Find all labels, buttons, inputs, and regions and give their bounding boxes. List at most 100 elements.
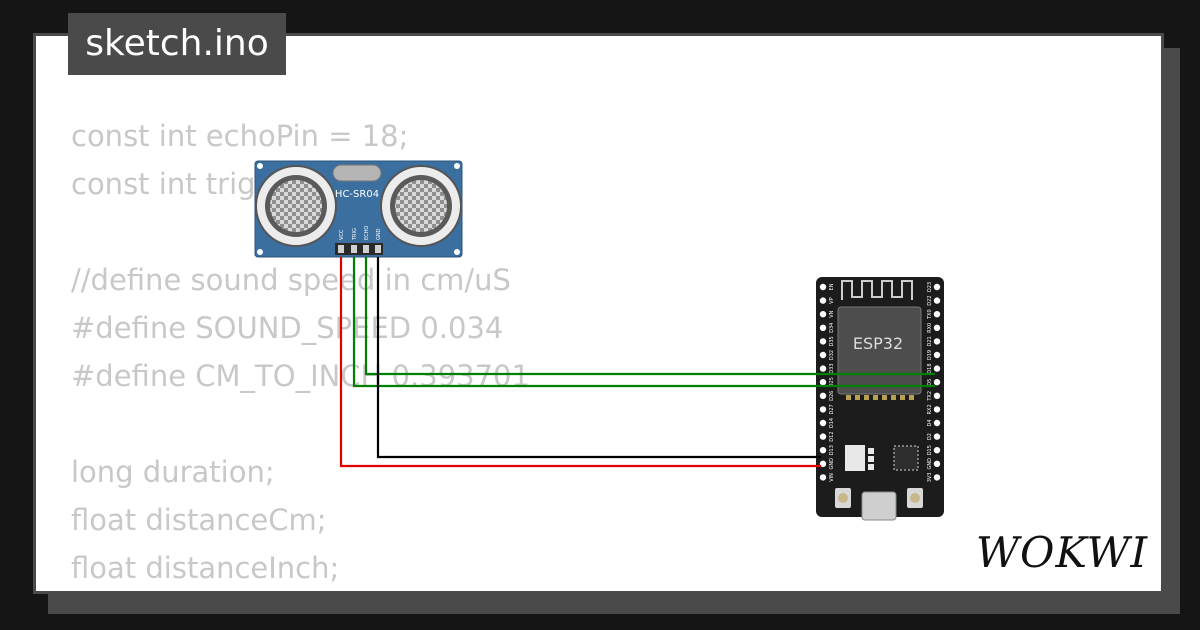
- sensor-pin-label-vcc: VCC: [339, 229, 345, 240]
- esp32-pin-left-d35[interactable]: [819, 338, 827, 345]
- esp32-pin-left-d33[interactable]: [819, 365, 827, 372]
- esp32-pin-label: D23: [927, 282, 933, 292]
- esp32-pin-right-rx2[interactable]: [933, 406, 941, 413]
- wire-gnd-gnd[interactable]: [376, 257, 821, 459]
- esp32-pin-right-gnd[interactable]: [933, 460, 941, 467]
- transducer-right: [380, 165, 462, 247]
- esp32-pin-left-d13[interactable]: [819, 447, 827, 454]
- esp32-pin-left-d34[interactable]: [819, 324, 827, 331]
- code-line: #define SOUND_SPEED 0.034: [71, 311, 504, 345]
- wokwi-logo: WOKWI: [976, 528, 1149, 577]
- esp32-pin-right-d22[interactable]: [933, 297, 941, 304]
- esp32-pin-right-d4[interactable]: [933, 419, 941, 427]
- preview-card: const int echoPin = 18;const int trigPin…: [33, 33, 1164, 594]
- code-line: float distanceCm;: [71, 503, 327, 537]
- sketch-filename-tab: sketch.ino: [68, 13, 286, 75]
- esp32-pin-right-tx0[interactable]: [933, 311, 941, 318]
- code-preview: const int echoPin = 18;const int trigPin…: [71, 112, 530, 591]
- esp32-pin-label: D34: [829, 323, 835, 333]
- esp32-pin-label: EN: [829, 283, 835, 290]
- esp32-pin-label: RX2: [927, 404, 933, 414]
- esp32-pin-left-vp[interactable]: [819, 297, 827, 304]
- esp32-pin-label: D12: [829, 431, 835, 441]
- esp32-pin-label: D19: [927, 350, 933, 360]
- sensor-pin-trig[interactable]: [351, 245, 357, 253]
- esp32-pin-left-en[interactable]: [819, 283, 827, 291]
- esp32-pin-left-vin[interactable]: [819, 474, 827, 481]
- sensor-hole: [257, 163, 263, 169]
- esp32-pin-left-d25[interactable]: [819, 379, 827, 386]
- esp32-pin-right-d5[interactable]: [933, 379, 941, 386]
- esp32-pin-left-d26[interactable]: [819, 392, 827, 399]
- sensor-header: [335, 243, 383, 255]
- esp32-pin-label: D2: [927, 433, 933, 440]
- esp32-pin-label: D13: [829, 445, 835, 455]
- esp32-pin-label: D4: [927, 419, 933, 426]
- sensor-hole: [454, 249, 460, 255]
- esp32-pin-label: D22: [927, 295, 933, 305]
- esp32-pin-label: D18: [927, 363, 933, 373]
- esp32-pin-label: RX0: [927, 323, 933, 333]
- esp32-pin-right-d2[interactable]: [933, 433, 941, 440]
- sensor-model-label: HC-SR04: [335, 189, 379, 200]
- esp32-pin-label: D21: [927, 336, 933, 346]
- sensor-pin-vcc[interactable]: [338, 245, 344, 253]
- voltage-regulator: [845, 445, 874, 471]
- sensor-hole: [257, 249, 263, 255]
- esp32-pin-label: D5: [927, 379, 933, 386]
- esp32-pin-right-d19[interactable]: [933, 351, 941, 359]
- esp32-pin-left-d14[interactable]: [819, 419, 827, 427]
- esp32-pin-right-d18[interactable]: [933, 365, 941, 372]
- esp32-pin-label: D15: [927, 445, 933, 455]
- code-line: //define sound speed in cm/uS: [71, 263, 511, 297]
- sensor-pin-label-echo: ECHO: [364, 226, 370, 240]
- crystal-oscillator: [332, 164, 382, 182]
- esp32-pin-left-d27[interactable]: [819, 406, 827, 413]
- esp32-pin-label: D35: [829, 336, 835, 346]
- esp32-pin-label: VP: [829, 297, 835, 303]
- esp32-pin-label: D26: [829, 391, 835, 401]
- esp32-pin-right-d23[interactable]: [933, 283, 941, 291]
- esp32-pin-left-d12[interactable]: [819, 433, 827, 440]
- esp32-pin-label: TX2: [927, 391, 933, 402]
- esp32-pin-label: TX0: [927, 309, 933, 320]
- wifi-antenna: [841, 280, 913, 300]
- code-line: float distanceInch;: [71, 551, 340, 585]
- module-pads: [846, 395, 914, 400]
- code-line: long duration;: [71, 455, 275, 489]
- esp32-pin-label: GND: [927, 458, 933, 470]
- sensor-hole: [454, 163, 460, 169]
- esp32-pin-right-d15[interactable]: [933, 447, 941, 454]
- esp32-pin-label: VIN: [829, 473, 835, 482]
- esp32-pin-left-gnd[interactable]: [819, 460, 827, 467]
- esp32-pin-right-3v3[interactable]: [933, 474, 941, 481]
- esp32-pin-label: VN: [829, 310, 835, 317]
- sensor-pin-gnd[interactable]: [375, 245, 381, 253]
- boot-button[interactable]: [907, 488, 923, 508]
- sensor-pin-label-gnd: GND: [376, 228, 382, 240]
- wokwi-logo-text: WOKWI: [976, 528, 1149, 577]
- esp32-pin-left-d32[interactable]: [819, 351, 827, 359]
- sensor-pin-echo[interactable]: [363, 245, 369, 253]
- wire-echo-d18[interactable]: [364, 257, 935, 376]
- code-line: const int echoPin = 18;: [71, 119, 409, 153]
- esp32-pin-right-d21[interactable]: [933, 338, 941, 345]
- esp32-pin-left-vn[interactable]: [819, 311, 827, 318]
- esp32-pin-label: GND: [829, 458, 835, 470]
- wires: [339, 257, 935, 468]
- transducer-left: [255, 165, 337, 247]
- micro-usb-port: [861, 491, 897, 521]
- esp32-pin-label: D27: [829, 404, 835, 414]
- esp32-pin-right-tx2[interactable]: [933, 392, 941, 399]
- code-line: #define CM_TO_INCH 0.393701: [71, 359, 530, 393]
- esp32-pin-label: 3V3: [927, 473, 933, 483]
- wire-trig-d5[interactable]: [352, 257, 935, 388]
- wire-vcc-vin[interactable]: [339, 257, 821, 468]
- en-button[interactable]: [835, 488, 851, 508]
- esp32-pin-right-rx0[interactable]: [933, 324, 941, 331]
- esp32-chip-label: ESP32: [853, 334, 903, 353]
- esp32-pin-label: D14: [829, 418, 835, 428]
